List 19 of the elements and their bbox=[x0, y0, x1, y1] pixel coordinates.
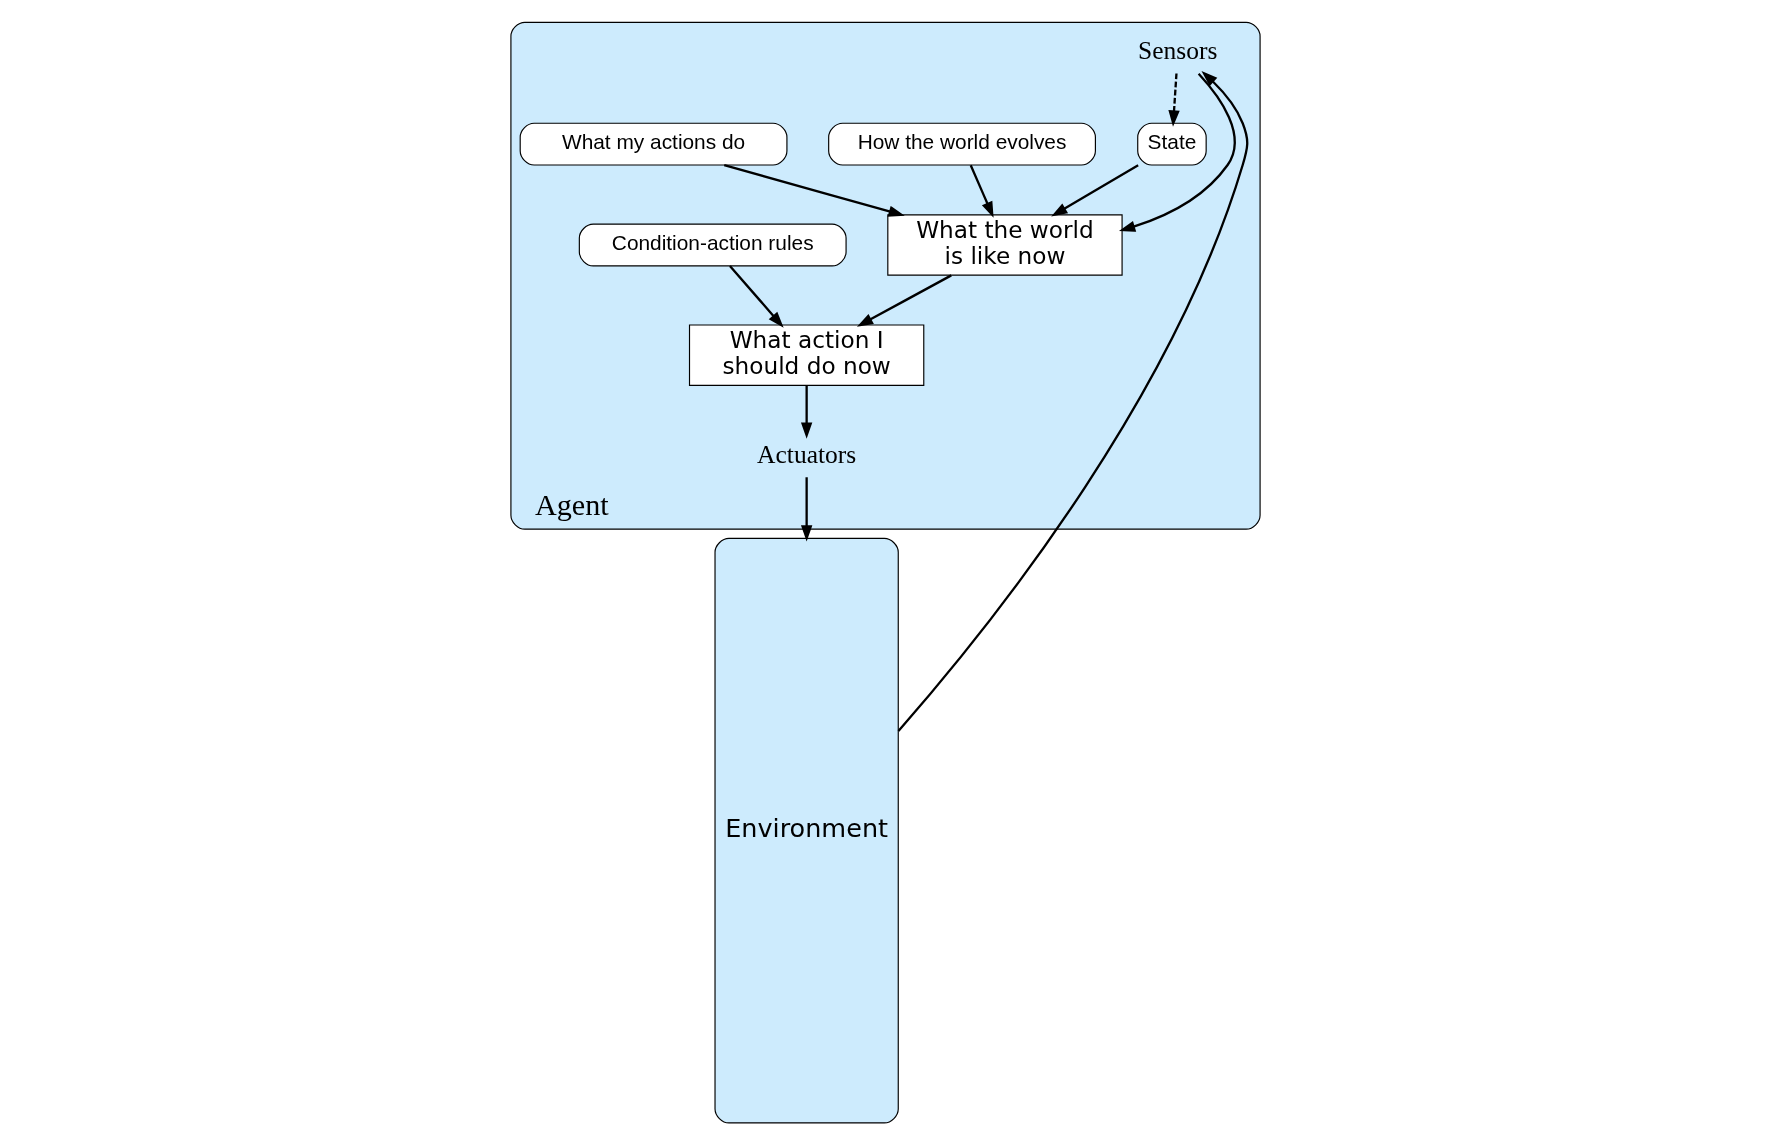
node-box: How the world evolves bbox=[828, 122, 1096, 166]
node-box: What action I should do now bbox=[688, 324, 925, 386]
arrow bbox=[897, 71, 1249, 732]
node-box: What the world is like now bbox=[887, 214, 1123, 276]
arrow bbox=[1168, 73, 1180, 127]
arrow bbox=[856, 274, 952, 327]
arrow bbox=[1051, 164, 1139, 217]
arrow bbox=[723, 164, 905, 217]
node-text: Sensors bbox=[1138, 36, 1218, 66]
node-box: Environment bbox=[714, 537, 899, 1124]
arrow bbox=[729, 265, 784, 328]
arrow bbox=[1119, 73, 1236, 232]
node-box: What my actions do bbox=[519, 122, 788, 166]
arrow bbox=[969, 164, 994, 218]
arrow bbox=[800, 477, 813, 542]
node-box: State bbox=[1137, 122, 1207, 166]
arrow bbox=[800, 385, 813, 439]
node-text: Actuators bbox=[757, 439, 857, 469]
node-box: Condition-action rules bbox=[578, 223, 847, 267]
